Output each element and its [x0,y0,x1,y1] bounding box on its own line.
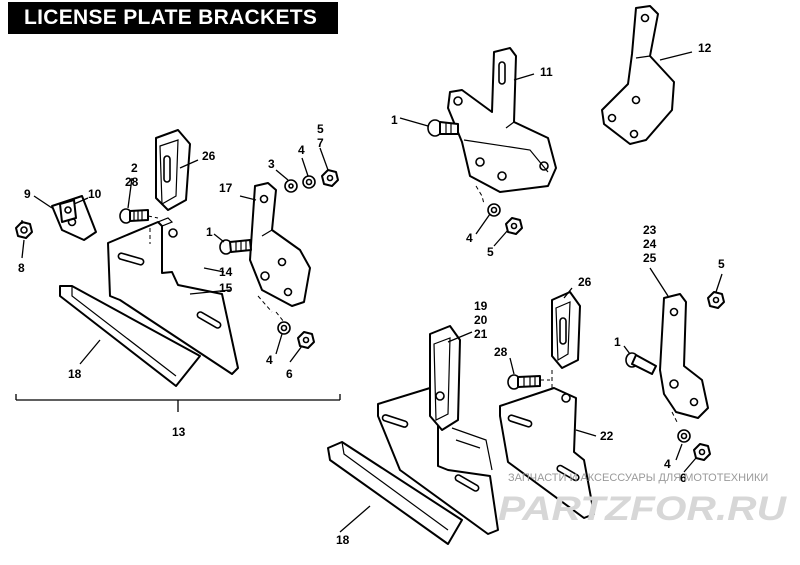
callout-10: 10 [88,187,102,201]
hardware-3-4-5-7 [284,169,339,193]
callout-19: 19 [474,299,488,313]
callout-4-hardware: 4 [298,143,305,157]
callout-22: 22 [600,429,614,443]
watermark-caption: ЗАПЧАСТИ И АКСЕССУАРЫ ДЛЯ МОТОТЕХНИКИ [508,472,768,484]
bracket-23-25 [659,293,709,419]
callout-12: 12 [698,41,712,55]
callout-6-left: 6 [286,367,293,381]
hardware-4-6-left [277,321,315,349]
bracket-10 [51,195,97,241]
callout-2: 2 [131,161,138,175]
callout-5-hardware: 5 [317,122,324,136]
plate-18-bottom [327,441,463,545]
watermark-logo: PARTZFOR.RU [498,490,788,528]
callout-11: 11 [540,65,553,79]
callout-28-left: 28 [125,175,139,189]
callout-26-left: 26 [202,149,216,163]
bracket-12 [601,5,675,145]
callout-13: 13 [172,425,186,439]
callout-20: 20 [474,313,488,327]
callout-14: 14 [219,265,233,279]
bolt-28-left [119,208,149,224]
callout-9: 9 [24,187,31,201]
callout-17: 17 [219,181,233,195]
nut-8 [15,221,33,239]
callout-4-right: 4 [664,457,671,471]
callout-8: 8 [18,261,25,275]
clip-26-right [551,291,581,369]
callout-1-left: 1 [206,225,213,239]
callout-24: 24 [643,237,657,251]
callout-4-left: 4 [266,353,273,367]
callout-25: 25 [643,251,657,265]
callout-23: 23 [643,223,657,237]
bolt-14 [219,239,252,255]
hardware-4-6-right [677,429,711,461]
plate-holder-15 [107,217,239,375]
callout-1-top: 1 [391,113,398,127]
callout-6-right: 6 [680,471,687,485]
nut-5-right [707,291,725,309]
holder-19-21 [377,325,499,535]
diagram-title: LICENSE PLATE BRACKETS [24,6,318,29]
callout-15: 15 [219,281,233,295]
watermark: ЗАПЧАСТИ И АКСЕССУАРЫ ДЛЯ МОТОТЕХНИКИ PA… [498,472,788,528]
bracket-17 [249,182,311,307]
callout-5-top: 5 [487,245,494,259]
bracket-11 [447,47,557,193]
holder-22 [499,387,595,519]
callout-21: 21 [474,327,488,341]
leader-lines [21,51,723,533]
bolt-1-right [625,352,657,375]
bolt-1-top [427,119,459,137]
callout-5-right: 5 [718,257,725,271]
callout-7: 7 [317,136,324,150]
callout-18-left: 18 [68,367,82,381]
plate-18-left [59,285,201,387]
callout-18-bottom: 18 [336,533,350,547]
title-bar: LICENSE PLATE BRACKETS [8,2,338,34]
callout-1-right: 1 [614,335,621,349]
hardware-4-5-top [487,203,523,235]
callout-26-right: 26 [578,275,592,289]
callout-3: 3 [268,157,275,171]
clip-26-left [155,129,191,211]
callout-4-top: 4 [466,231,473,245]
callout-labels: 2 28 26 3 4 5 7 9 10 8 17 1 14 15 18 4 6… [18,41,725,547]
bolt-28-right [507,374,541,390]
callout-28-right: 28 [494,345,508,359]
